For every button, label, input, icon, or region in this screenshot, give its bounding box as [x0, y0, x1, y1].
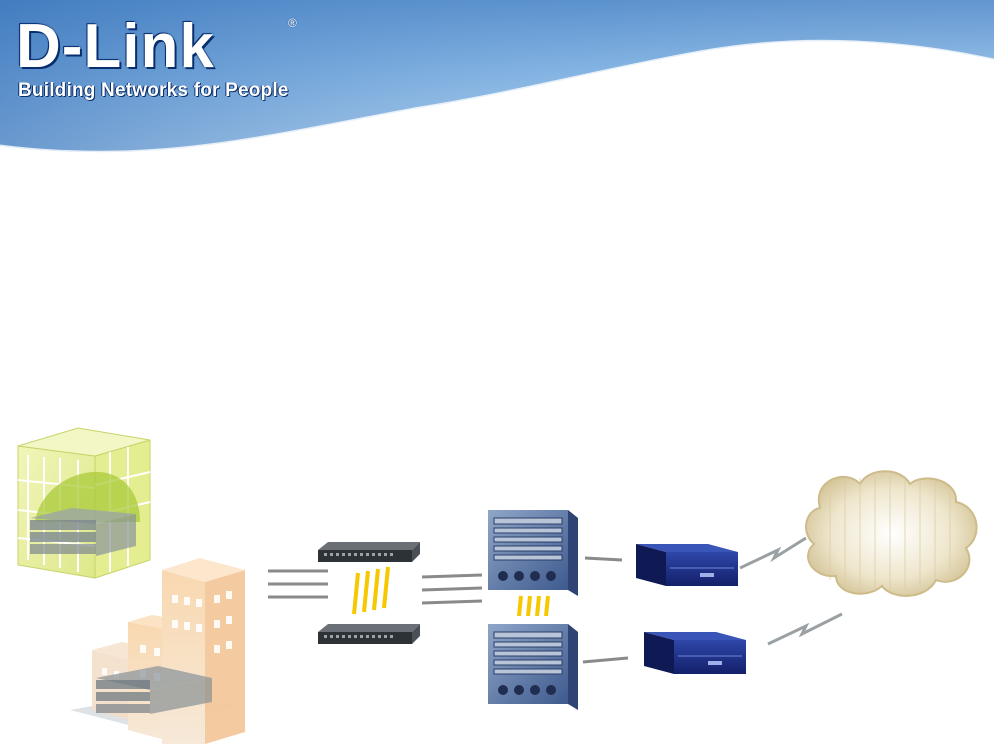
core-chassis-switch-bottom-icon: [488, 624, 578, 710]
branch-stacked-switches: [96, 666, 212, 714]
core-router-links: [582, 556, 629, 664]
access-core-links: [421, 573, 483, 605]
header-wave-banner: [0, 0, 994, 154]
network-diagram: [17, 427, 978, 744]
access-stacking-links: [352, 566, 390, 615]
dlink-logo: D-Link ® Building Networks for People: [16, 16, 306, 108]
access-switch-top-icon: [318, 542, 420, 562]
wan-lightning-links: [739, 536, 843, 646]
hq-stacked-switches: [30, 508, 136, 556]
edge-router-bottom-icon: [644, 632, 746, 674]
building-uplink-lines: [268, 569, 328, 599]
headquarters-building-icon: [17, 427, 151, 579]
core-interconnect-links: [517, 595, 550, 617]
branch-office-buildings-icon: [70, 558, 245, 744]
registered-mark: ®: [288, 16, 297, 30]
edge-router-top-icon: [636, 544, 738, 586]
logo-wordmark: D-Link: [16, 12, 215, 81]
access-switch-bottom-icon: [318, 624, 420, 644]
internet-cloud-icon: [805, 470, 978, 597]
core-chassis-switch-top-icon: [488, 510, 578, 596]
logo-tagline: Building Networks for People: [18, 80, 289, 101]
